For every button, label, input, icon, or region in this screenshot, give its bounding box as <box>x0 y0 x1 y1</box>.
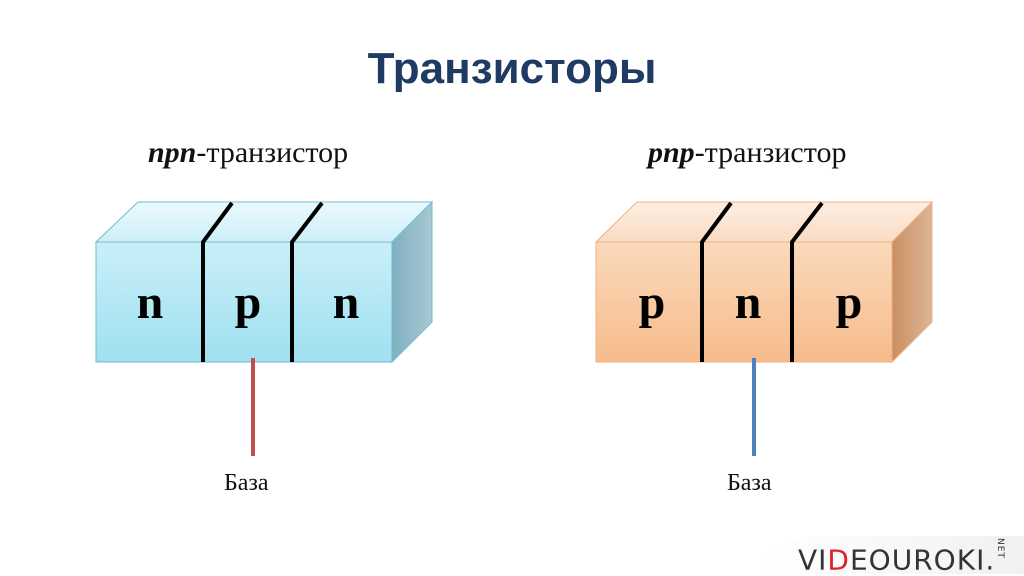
logo-background <box>760 536 1024 574</box>
logo-text-post: EOUROKI. <box>849 543 996 576</box>
npn-layer-2: p <box>235 276 262 329</box>
pnp-subtitle-rest: -транзистор <box>694 136 847 169</box>
npn-subtitle-rest: -транзистор <box>196 136 349 169</box>
pnp-block <box>594 200 934 456</box>
page-title: Транзисторы <box>367 44 657 93</box>
logo-play-d: D <box>827 543 850 576</box>
logo-net: NET <box>995 538 1006 559</box>
pnp-layer-3: p <box>836 276 863 329</box>
npn-subtitle-bold: npn <box>148 136 197 169</box>
pnp-subtitle: pnp-транзистор <box>648 136 846 170</box>
npn-base-label: База <box>224 470 269 496</box>
pnp-subtitle-bold: pnp <box>648 136 695 169</box>
videouroki-logo: VIDEOUROKI.NET <box>798 538 1005 576</box>
npn-layer-3: n <box>333 276 360 329</box>
npn-layer-1: n <box>137 276 164 329</box>
npn-block <box>94 200 434 456</box>
logo-text-pre: VI <box>798 543 828 576</box>
npn-subtitle: npn-транзистор <box>148 136 348 170</box>
pnp-layer-1: p <box>639 276 666 329</box>
pnp-layer-2: n <box>735 276 762 329</box>
pnp-base-label: База <box>727 470 772 496</box>
